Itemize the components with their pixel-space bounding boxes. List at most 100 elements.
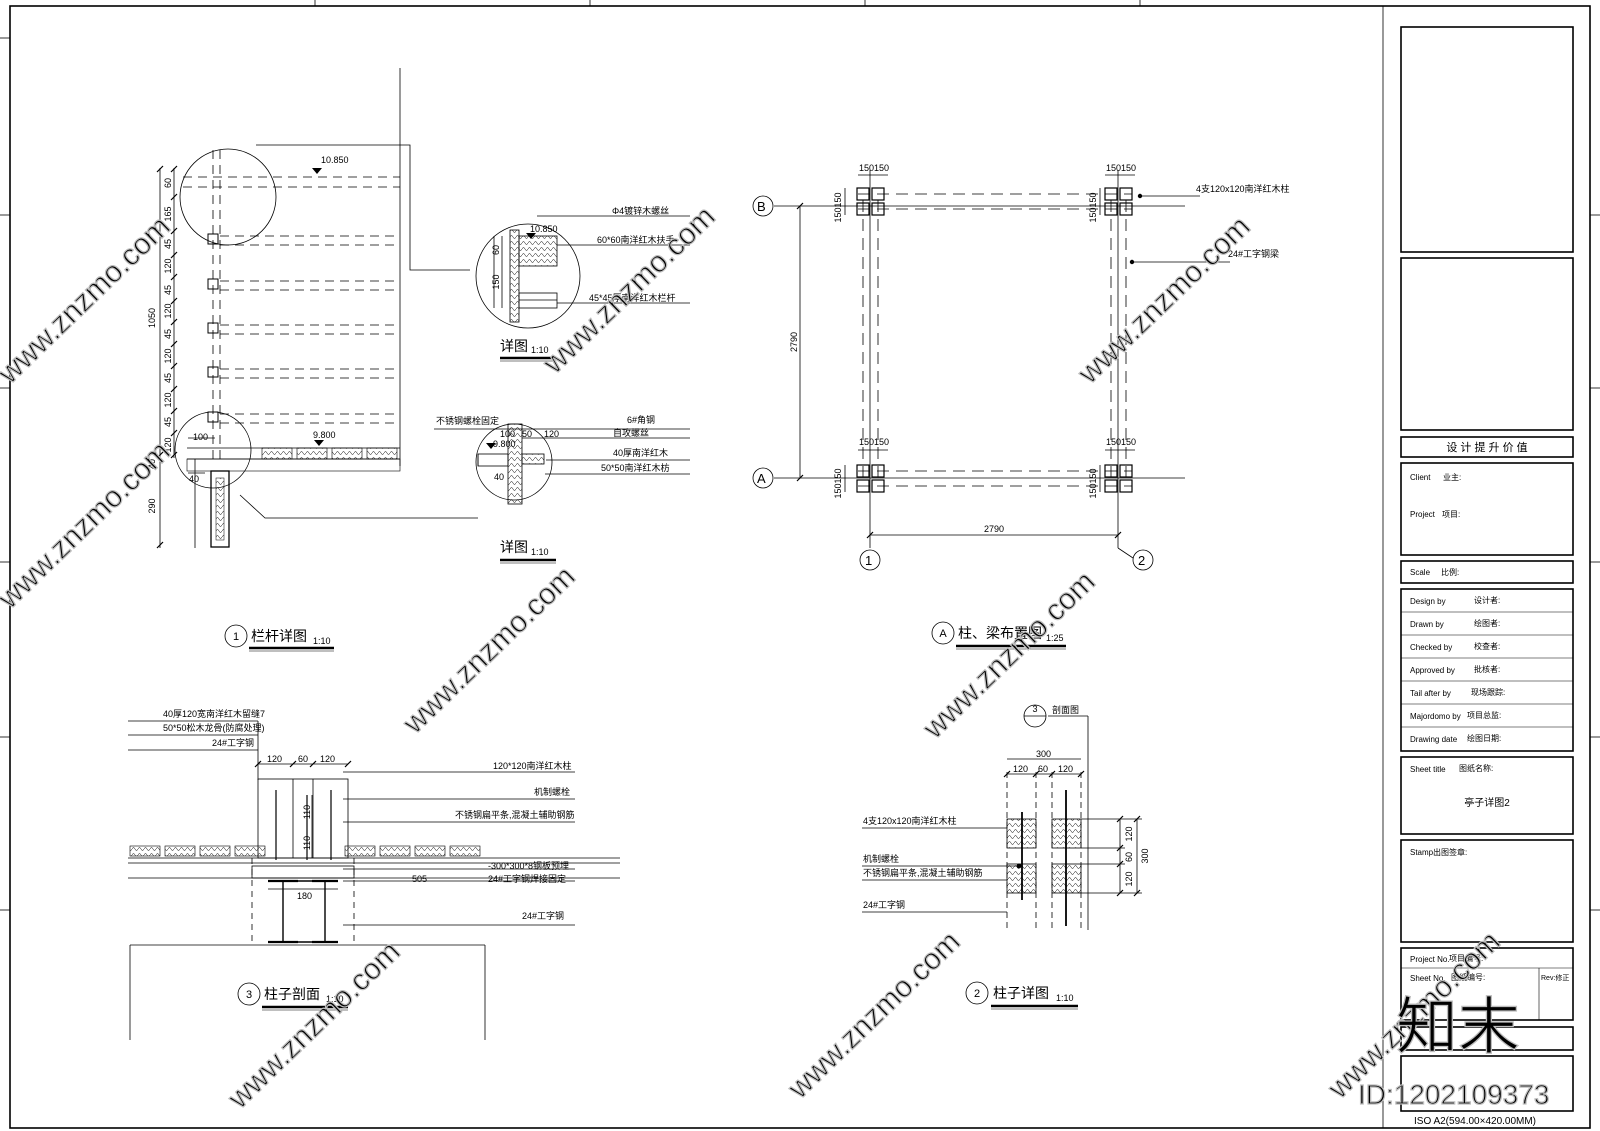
svg-text:40: 40 [189,474,199,484]
detail-top-text: 10.850 60 150 Φ4镀锌木螺丝 60*60南洋红木扶手 45*45厚… [491,205,676,362]
svg-text:剖面图: 剖面图 [1052,704,1079,715]
svg-text:40厚南洋红木: 40厚南洋红木 [613,447,668,458]
svg-text:柱子详图: 柱子详图 [993,985,1049,1001]
svg-text:www.znzmo.com: www.znzmo.com [1071,210,1257,391]
svg-text:图纸编号:: 图纸编号: [1451,972,1485,982]
svg-text:4支120x120南洋红木柱: 4支120x120南洋红木柱 [1196,183,1290,194]
svg-text:业主:: 业主: [1443,472,1461,482]
svg-text:150: 150 [1088,483,1098,498]
svg-text:60: 60 [1124,852,1134,862]
svg-text:Tail after by: Tail after by [1410,689,1451,698]
svg-text:120*120南洋红木柱: 120*120南洋红木柱 [493,760,572,771]
svg-text:1050: 1050 [147,308,157,328]
svg-text:120: 120 [163,437,173,452]
svg-text:120: 120 [163,258,173,273]
svg-text:2790: 2790 [789,332,799,352]
svg-text:9.800: 9.800 [493,439,516,449]
railing-dimension-text: 10.850 9.800 1050 60 165 45 120 45 120 4… [147,155,349,514]
svg-text:40: 40 [147,459,157,469]
watermarks: www.znzmo.com www.znzmo.com www.znzmo.co… [0,199,1550,1116]
svg-text:亭子详图2: 亭子详图2 [1464,796,1510,809]
svg-text:详图: 详图 [500,539,528,555]
svg-text:Drawn by: Drawn by [1410,620,1444,629]
svg-text:150: 150 [833,468,843,483]
svg-text:40厚120宽南洋红木留缝7: 40厚120宽南洋红木留缝7 [163,708,265,719]
svg-text:120: 120 [1013,764,1028,774]
svg-text:校查者:: 校查者: [1474,641,1500,651]
svg-text:150: 150 [1106,163,1121,173]
svg-text:1:10: 1:10 [1056,993,1074,1003]
column-detail [862,704,1142,930]
svg-text:45: 45 [163,329,173,339]
svg-text:www.znzmo.com: www.znzmo.com [781,925,967,1106]
svg-text:165: 165 [163,206,173,221]
svg-text:机制螺栓: 机制螺栓 [534,786,570,797]
svg-text:50*50松木龙骨(防腐处理): 50*50松木龙骨(防腐处理) [163,722,265,733]
svg-text:设 计 提 升 价 值: 设 计 提 升 价 值 [1446,441,1527,454]
svg-text:-300*300*8钢板预埋: -300*300*8钢板预埋 [488,860,569,871]
svg-text:110: 110 [302,836,312,850]
svg-text:Φ4镀锌木螺丝: Φ4镀锌木螺丝 [612,205,669,216]
detail-top [475,215,690,329]
svg-text:不锈钢扁平条,混凝土辅助钢筋: 不锈钢扁平条,混凝土辅助钢筋 [455,809,575,820]
svg-text:A: A [757,471,766,486]
svg-text:1:10: 1:10 [531,345,549,355]
svg-text:9.800: 9.800 [313,430,336,440]
svg-text:1:10: 1:10 [326,994,344,1004]
svg-text:项目总监:: 项目总监: [1467,710,1501,720]
svg-text:1:25: 1:25 [1046,633,1064,643]
svg-text:3: 3 [1032,704,1037,714]
svg-text:180: 180 [297,891,312,901]
svg-text:项目:: 项目: [1442,510,1460,519]
svg-text:10.850: 10.850 [530,224,558,234]
svg-text:150: 150 [859,437,874,447]
svg-text:详图: 详图 [500,338,528,354]
svg-text:45: 45 [163,373,173,383]
svg-text:150: 150 [1088,207,1098,222]
svg-text:110: 110 [302,805,312,819]
svg-text:出图签章:: 出图签章: [1433,847,1467,857]
svg-text:www.znzmo.com: www.znzmo.com [0,435,177,616]
svg-text:2: 2 [974,988,980,1000]
svg-text:120: 120 [1124,871,1134,886]
svg-text:505: 505 [412,874,427,884]
column-section [128,720,620,1040]
svg-text:2790: 2790 [984,524,1004,534]
svg-text:不锈钢螺栓固定: 不锈钢螺栓固定 [436,415,499,426]
column-section-title: 3 柱子剖面 1:10 [237,982,348,1011]
svg-text:批核者:: 批核者: [1474,664,1500,674]
svg-text:150: 150 [874,163,889,173]
svg-text:60: 60 [163,178,173,188]
svg-text:24#工字钢焊接固定: 24#工字钢焊接固定 [488,873,566,884]
svg-text:2: 2 [1138,553,1145,568]
svg-text:ISO A2(594.00×420.00MM): ISO A2(594.00×420.00MM) [1414,1116,1536,1127]
svg-text:Scale: Scale [1410,568,1431,577]
svg-text:不锈钢扁平条,混凝土辅助钢筋: 不锈钢扁平条,混凝土辅助钢筋 [863,867,983,878]
column-beam-plan-text: B A 1 2 2790 2790 150 150 150 150 150 15… [757,163,1290,568]
column-beam-plan-title: A 柱、梁布置图 1:25 [931,621,1066,650]
svg-text:www.znzmo.com: www.znzmo.com [221,935,407,1116]
svg-text:45: 45 [163,285,173,295]
svg-text:A: A [939,628,947,640]
svg-text:知末: 知末 [1396,993,1520,1062]
svg-text:Approved by: Approved by [1410,666,1455,675]
svg-text:B: B [757,199,766,214]
svg-text:150: 150 [859,163,874,173]
svg-text:120: 120 [163,348,173,363]
svg-text:60*60南洋红木扶手: 60*60南洋红木扶手 [597,234,675,245]
svg-text:Sheet title: Sheet title [1410,765,1446,774]
svg-text:Majordomo by: Majordomo by [1410,712,1461,721]
svg-text:绘图日期:: 绘图日期: [1467,733,1501,743]
detail-bottom [434,423,690,505]
column-detail-title: 2 柱子详图 1:10 [965,981,1078,1010]
svg-text:100: 100 [193,432,208,442]
svg-text:Rev:修正: Rev:修正 [1541,973,1569,982]
svg-text:1:10: 1:10 [531,547,549,557]
svg-text:120: 120 [544,429,559,439]
svg-text:120: 120 [163,303,173,318]
svg-text:1: 1 [233,631,239,643]
svg-text:150: 150 [1106,437,1121,447]
svg-text:120: 120 [1058,764,1073,774]
